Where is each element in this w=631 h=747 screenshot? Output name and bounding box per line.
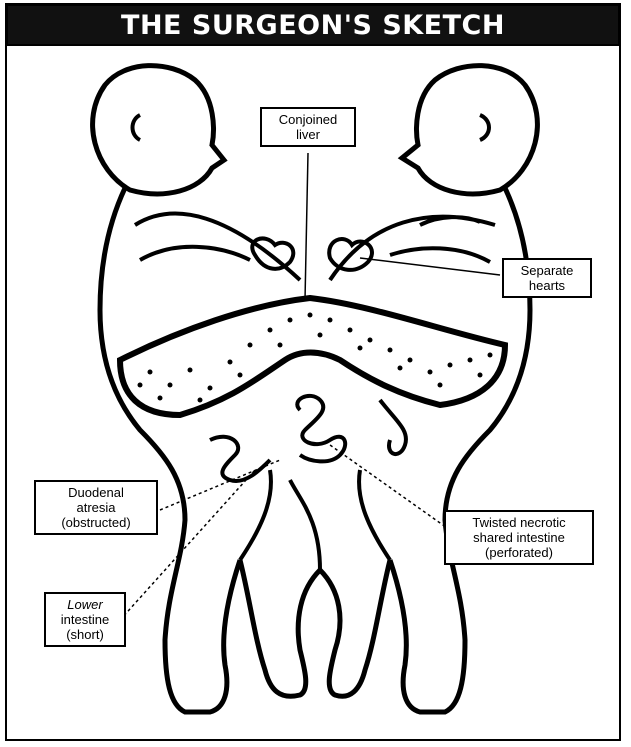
label-line: atresia [42, 500, 150, 515]
label-line: Twisted necrotic [452, 515, 586, 530]
label-line: (obstructed) [42, 515, 150, 530]
label-line: (perforated) [452, 545, 586, 560]
label-twisted-intestine: Twisted necrotic shared intestine (perfo… [444, 510, 594, 565]
shared-intestine [297, 396, 345, 462]
right-ear [480, 115, 489, 140]
chest-lines [135, 214, 495, 280]
mid-body-lines [240, 470, 390, 570]
left-ear [133, 115, 141, 140]
label-line: shared intestine [452, 530, 586, 545]
inner-legs [240, 560, 390, 696]
right-intestine-loops [380, 400, 406, 454]
right-infant-head [402, 66, 537, 194]
leader-hearts [360, 258, 500, 275]
label-line: liver [268, 127, 348, 142]
label-lower-intestine: Lower intestine (short) [44, 592, 126, 647]
label-line: Lower [52, 597, 118, 612]
leader-liver [305, 153, 308, 300]
left-heart [252, 238, 293, 268]
label-line: Conjoined [268, 112, 348, 127]
label-line: intestine [52, 612, 118, 627]
label-line: Separate [510, 263, 584, 278]
left-intestine-loops [210, 437, 270, 481]
left-infant-head [93, 66, 224, 194]
body-outline [100, 188, 530, 712]
label-line: hearts [510, 278, 584, 293]
leader-twisted [330, 445, 450, 530]
label-separate-hearts: Separate hearts [502, 258, 592, 298]
label-line: (short) [52, 627, 118, 642]
label-line: Duodenal [42, 485, 150, 500]
label-conjoined-liver: Conjoined liver [260, 107, 356, 147]
label-duodenal-atresia: Duodenal atresia (obstructed) [34, 480, 158, 535]
